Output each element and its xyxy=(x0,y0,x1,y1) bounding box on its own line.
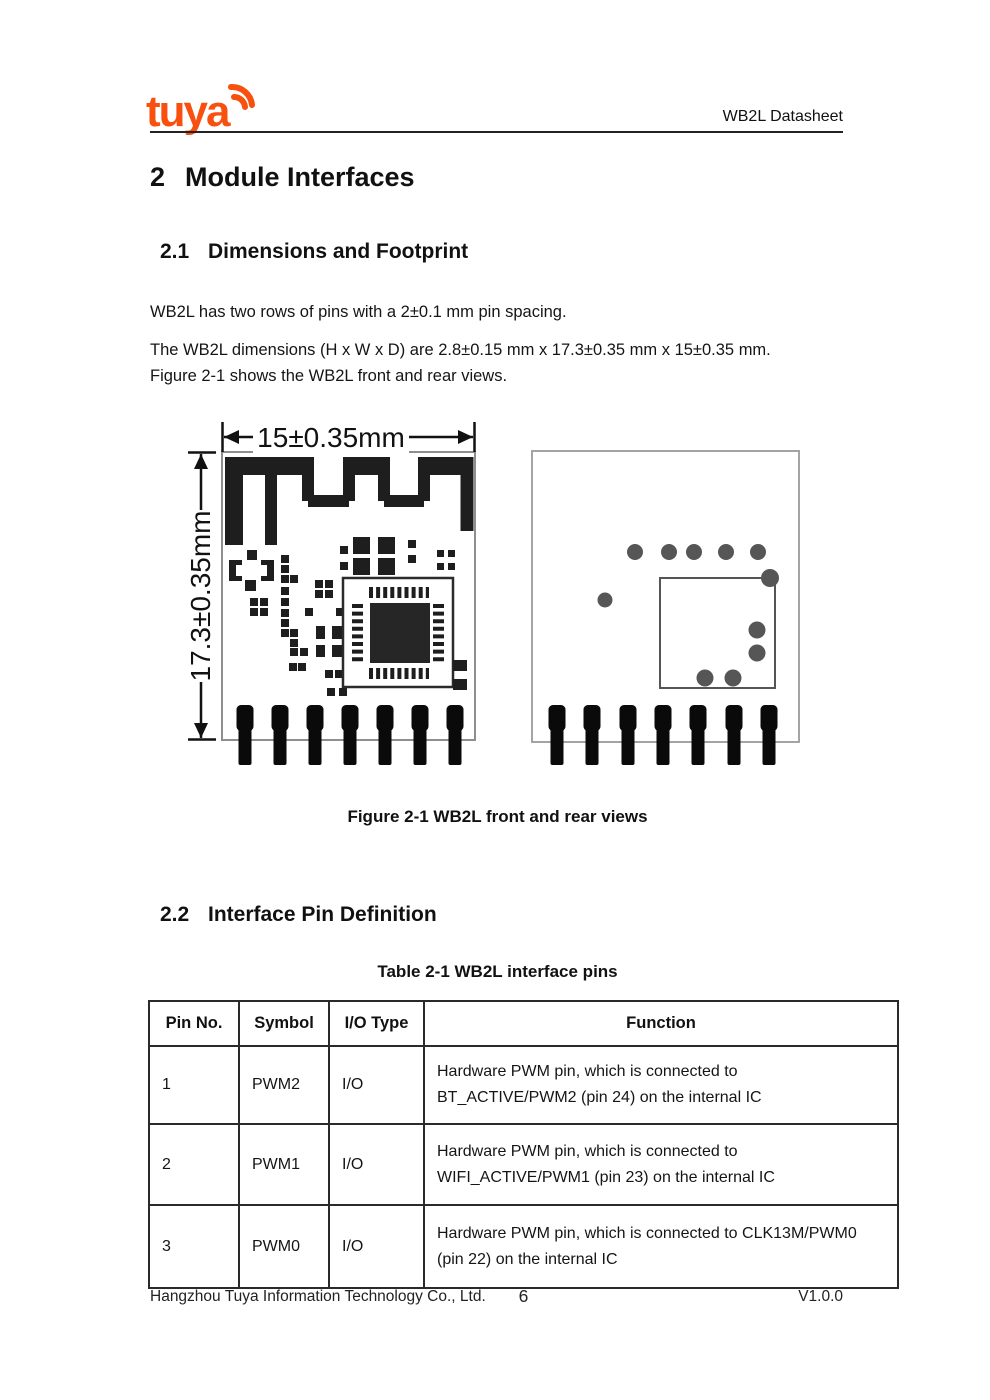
signal-arc-inner xyxy=(228,83,255,108)
footer-company: Hangzhou Tuya Information Technology Co.… xyxy=(150,1288,486,1305)
section-21-number: 2.1 xyxy=(160,240,190,263)
section-2-number: 2 xyxy=(150,162,166,192)
cell-symbol: PWM1 xyxy=(238,1123,330,1206)
tuya-logo-icon: tuya xyxy=(146,83,255,136)
width-dimension-label: 15±0.35mm xyxy=(257,422,405,453)
cell-io-type: I/O xyxy=(328,1045,425,1125)
col-header-io-type: I/O Type xyxy=(328,1000,425,1047)
table-row: 1 PWM2 I/O Hardware PWM pin, which is co… xyxy=(148,1045,899,1125)
header-rule xyxy=(150,131,843,133)
cell-function: Hardware PWM pin, which is connected to … xyxy=(423,1123,899,1206)
table-header-row: Pin No. Symbol I/O Type Function xyxy=(148,1000,899,1047)
signal-arc-outer xyxy=(231,93,248,110)
paragraph-dimensions: The WB2L dimensions (H x W x D) are 2.8±… xyxy=(150,341,771,385)
cell-function: Hardware PWM pin, which is connected to … xyxy=(423,1045,899,1125)
height-dimension-label: 17.3±0.35mm xyxy=(185,510,216,681)
tuya-logo-text: tuya xyxy=(146,87,231,136)
section-22-title: Interface Pin Definition xyxy=(208,903,437,926)
table-caption: Table 2-1 WB2L interface pins xyxy=(377,962,618,981)
col-header-symbol: Symbol xyxy=(238,1000,330,1047)
cell-io-type: I/O xyxy=(328,1123,425,1206)
ic-chip xyxy=(341,576,467,690)
page-number: 6 xyxy=(518,1286,529,1306)
cell-pin-no: 1 xyxy=(148,1045,240,1125)
width-dimension: 15±0.35mm xyxy=(221,420,476,454)
section-21-title: Dimensions and Footprint xyxy=(208,240,469,263)
col-header-function: Function xyxy=(423,1000,899,1047)
footer-version: V1.0.0 xyxy=(798,1288,843,1305)
document-title: WB2L Datasheet xyxy=(722,108,843,125)
tuya-logo: tuya xyxy=(146,76,276,144)
interface-pins-table: Pin No. Symbol I/O Type Function 1 PWM2 … xyxy=(148,1000,899,1289)
col-header-pin-no: Pin No. xyxy=(148,1000,240,1047)
cell-io-type: I/O xyxy=(328,1204,425,1289)
figure-front-rear-views: 15±0.35mm 17.3±0.35mm xyxy=(184,420,800,765)
section-2-title: Module Interfaces xyxy=(185,162,415,192)
paragraph-pin-spacing: WB2L has two rows of pins with a 2±0.1 m… xyxy=(150,303,567,321)
front-view-image xyxy=(221,451,476,765)
figure-caption: Figure 2-1 WB2L front and rear views xyxy=(347,807,648,826)
cell-pin-no: 2 xyxy=(148,1123,240,1206)
cell-function: Hardware PWM pin, which is connected to … xyxy=(423,1204,899,1289)
section-22-number: 2.2 xyxy=(160,903,190,926)
front-components xyxy=(229,537,455,696)
cell-symbol: PWM2 xyxy=(238,1045,330,1125)
rear-view-image xyxy=(531,450,800,765)
rear-vias xyxy=(597,544,779,687)
section-21-heading: 2.1 Dimensions and Footprint xyxy=(160,240,468,264)
table-row: 3 PWM0 I/O Hardware PWM pin, which is co… xyxy=(148,1204,899,1289)
section-2-heading: 2 Module Interfaces xyxy=(150,162,415,193)
cell-pin-no: 3 xyxy=(148,1204,240,1289)
cell-symbol: PWM0 xyxy=(238,1204,330,1289)
height-dimension: 17.3±0.35mm xyxy=(184,451,218,741)
section-22-heading: 2.2 Interface Pin Definition xyxy=(160,903,437,927)
table-row: 2 PWM1 I/O Hardware PWM pin, which is co… xyxy=(148,1123,899,1206)
